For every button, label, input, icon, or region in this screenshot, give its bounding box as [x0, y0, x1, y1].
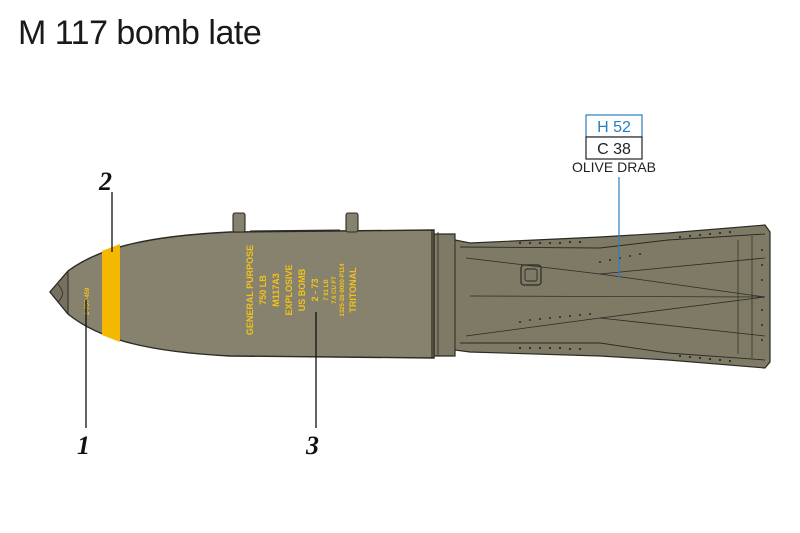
- callout-2: 2: [98, 167, 113, 252]
- stencil-line: 1325-28-9000-P114: [340, 263, 346, 317]
- access-panel: [520, 264, 542, 286]
- svg-text:2: 2: [98, 167, 112, 196]
- nose-marking-text: 2-75T-459: [85, 287, 91, 315]
- bomb-body: [49, 229, 435, 359]
- yellow-nose-band: [102, 244, 120, 342]
- stencil-line: EXPLOSIVE: [284, 264, 294, 315]
- suspension-lugs: [232, 212, 359, 233]
- stencil-line: 750 LB: [258, 275, 268, 305]
- callout-3: 3: [305, 312, 319, 460]
- callout-1: 1: [77, 300, 90, 460]
- stencil-line: US BOMB: [297, 268, 307, 311]
- stencil-line: 7 81 LB: [324, 279, 330, 301]
- fin-rivets: [518, 230, 763, 363]
- tail-fin-assembly: [431, 224, 771, 369]
- stencil-line: GENERAL PURPOSE: [245, 245, 255, 335]
- paint-name: OLIVE DRAB: [572, 159, 656, 175]
- paint-code-c: C 38: [597, 141, 631, 158]
- page-title: M 117 bomb late: [18, 14, 262, 52]
- stencil-line: M117A3: [271, 273, 281, 307]
- svg-text:3: 3: [305, 431, 319, 460]
- paint-code-h: H 52: [597, 119, 631, 136]
- svg-text:1: 1: [77, 431, 90, 460]
- stencil-line: 7.6 CU FT: [332, 276, 338, 304]
- stencil-line: TRITONAL: [348, 267, 358, 313]
- paint-code-label: H 52 C 38 OLIVE DRAB: [572, 114, 656, 278]
- stencil-line: 2 - 73: [310, 278, 320, 301]
